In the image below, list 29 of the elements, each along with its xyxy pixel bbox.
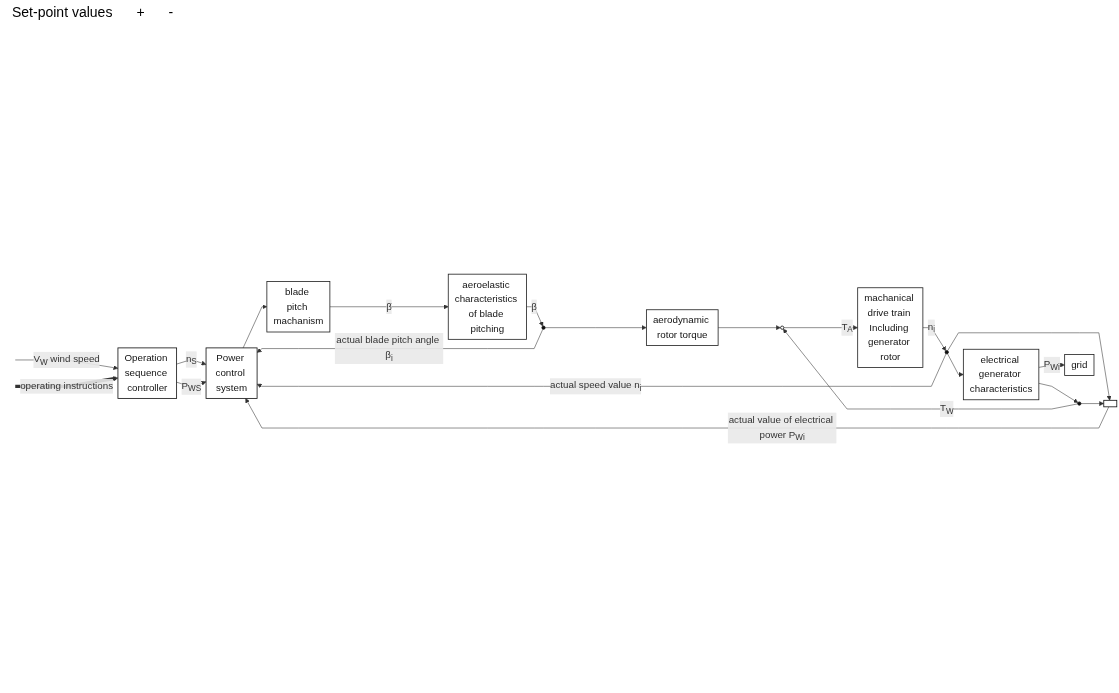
- node-circle: [1077, 401, 1082, 406]
- edge-label: T$_{A}$: [841, 320, 853, 334]
- edge-label: actual blade pitch angle β$_{i}$: [336, 334, 440, 362]
- edge-label: T$_{W}$: [939, 402, 954, 415]
- node-box: [1103, 399, 1118, 407]
- edge-label: operating instructions: [20, 380, 114, 392]
- node-box: machanical drive train Including generator rotor: [857, 287, 924, 368]
- node-box: blade pitch machanism: [266, 280, 331, 333]
- node-circle: [944, 349, 949, 354]
- node-box: Operation sequence controller: [117, 347, 178, 399]
- signal-label: Set-point values: [12, 4, 113, 20]
- node-circle: [541, 325, 546, 330]
- edge-label: β̇: [386, 300, 392, 312]
- signal-label: -: [168, 4, 174, 20]
- edge-label: actual value of electrical power P$_{Wi}$: [728, 413, 833, 442]
- node-box: grid: [1064, 353, 1095, 376]
- node-box: Power control system: [205, 347, 258, 399]
- node-box: electrical generator characteristics: [962, 348, 1040, 400]
- edge-label: P$_{Wi}$: [1043, 358, 1060, 371]
- edge-label: β: [531, 300, 537, 312]
- node-circle: [780, 325, 785, 330]
- node-box: aerodynamic rotor torque: [646, 308, 719, 346]
- edge-label: n$_{S}$: [185, 352, 197, 366]
- edge-label: P$_{WS}$: [181, 379, 202, 393]
- edge-label: actual speed value n$_{i}$: [550, 379, 642, 393]
- edge-label: V$_{W}$ wind speed: [33, 353, 100, 366]
- edge-label: n$_{i}$: [927, 320, 936, 334]
- signal-label: +: [136, 4, 145, 20]
- node-box: aeroelastic characteristics of blade pitching: [447, 273, 527, 340]
